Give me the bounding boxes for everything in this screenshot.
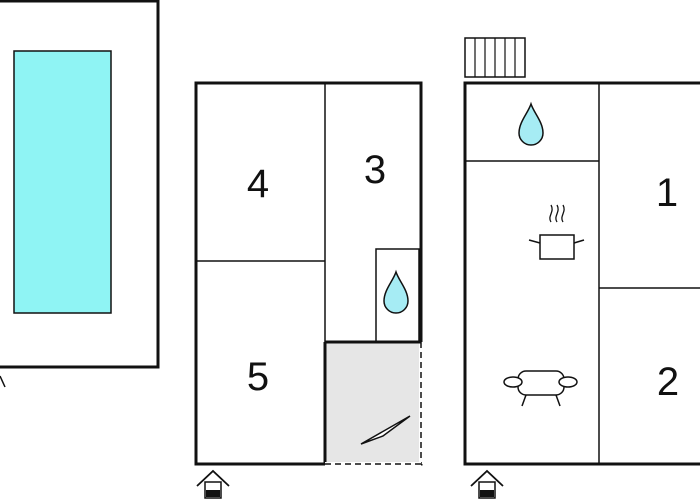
room-number: 1 [656, 171, 678, 215]
bathroom [375, 248, 420, 343]
water-drop-icon [383, 269, 409, 314]
building-right: 1 2 [463, 37, 700, 499]
entrance-icon [196, 469, 230, 499]
room-number: 4 [247, 162, 269, 206]
pool-edge-mark [0, 375, 6, 388]
building-left-outline [194, 81, 423, 466]
room-number: 3 [364, 148, 386, 192]
water-drop-icon [518, 101, 544, 146]
room-number: 2 [657, 360, 679, 404]
room-number: 5 [247, 355, 269, 399]
pool-area [0, 0, 160, 388]
building-right-outline [463, 81, 700, 466]
sofa-icon [503, 370, 578, 407]
cooking-pot-icon [528, 204, 585, 260]
pool [13, 50, 112, 314]
radiator-icon [464, 37, 526, 78]
terrace-area [325, 342, 421, 464]
deck-chair-icon [360, 415, 411, 445]
pool-terrace-outline [0, 0, 160, 369]
building-left: 4 3 5 [194, 81, 423, 499]
entrance-icon [470, 469, 504, 499]
